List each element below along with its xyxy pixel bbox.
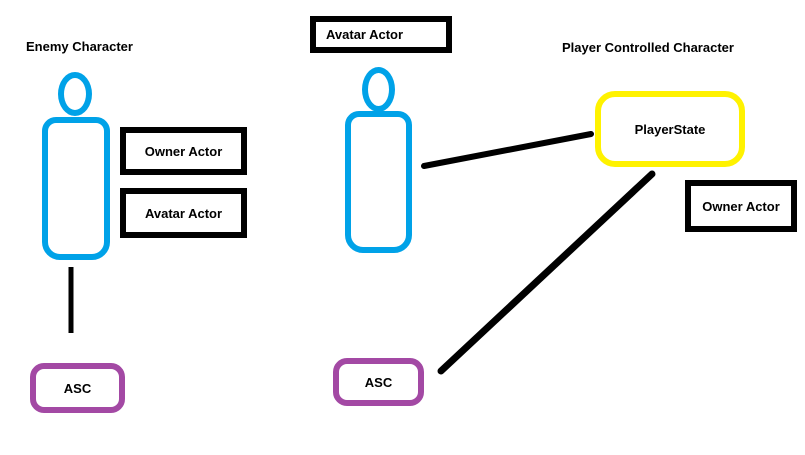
connector-player-figure-to-playerstate [421, 131, 594, 169]
playerstate-box: PlayerState [595, 91, 745, 167]
person-head-icon [58, 72, 92, 116]
person-head-icon [362, 67, 395, 112]
enemy-owner-actor-label: Owner Actor [144, 143, 223, 159]
player-owner-actor-box: Owner Actor [685, 180, 797, 232]
player-section-title: Player Controlled Character [562, 40, 734, 55]
enemy-asc-label: ASC [63, 380, 92, 396]
player-avatar-actor-label: Avatar Actor [326, 27, 404, 42]
player-owner-actor-label: Owner Actor [702, 198, 780, 214]
enemy-avatar-actor-label: Avatar Actor [144, 205, 223, 221]
enemy-asc-box: ASC [30, 363, 125, 413]
person-body-icon [42, 117, 110, 260]
playerstate-label: PlayerState [634, 121, 706, 137]
enemy-avatar-actor-box: Avatar Actor [120, 188, 247, 238]
player-asc-label: ASC [364, 374, 393, 390]
player-avatar-actor-box: Avatar Actor [310, 16, 452, 53]
player-asc-box: ASC [333, 358, 424, 406]
enemy-section-title: Enemy Character [26, 39, 133, 54]
connector-player-asc-to-playerstate [437, 170, 656, 375]
person-body-icon [345, 111, 412, 253]
enemy-owner-actor-box: Owner Actor [120, 127, 247, 175]
